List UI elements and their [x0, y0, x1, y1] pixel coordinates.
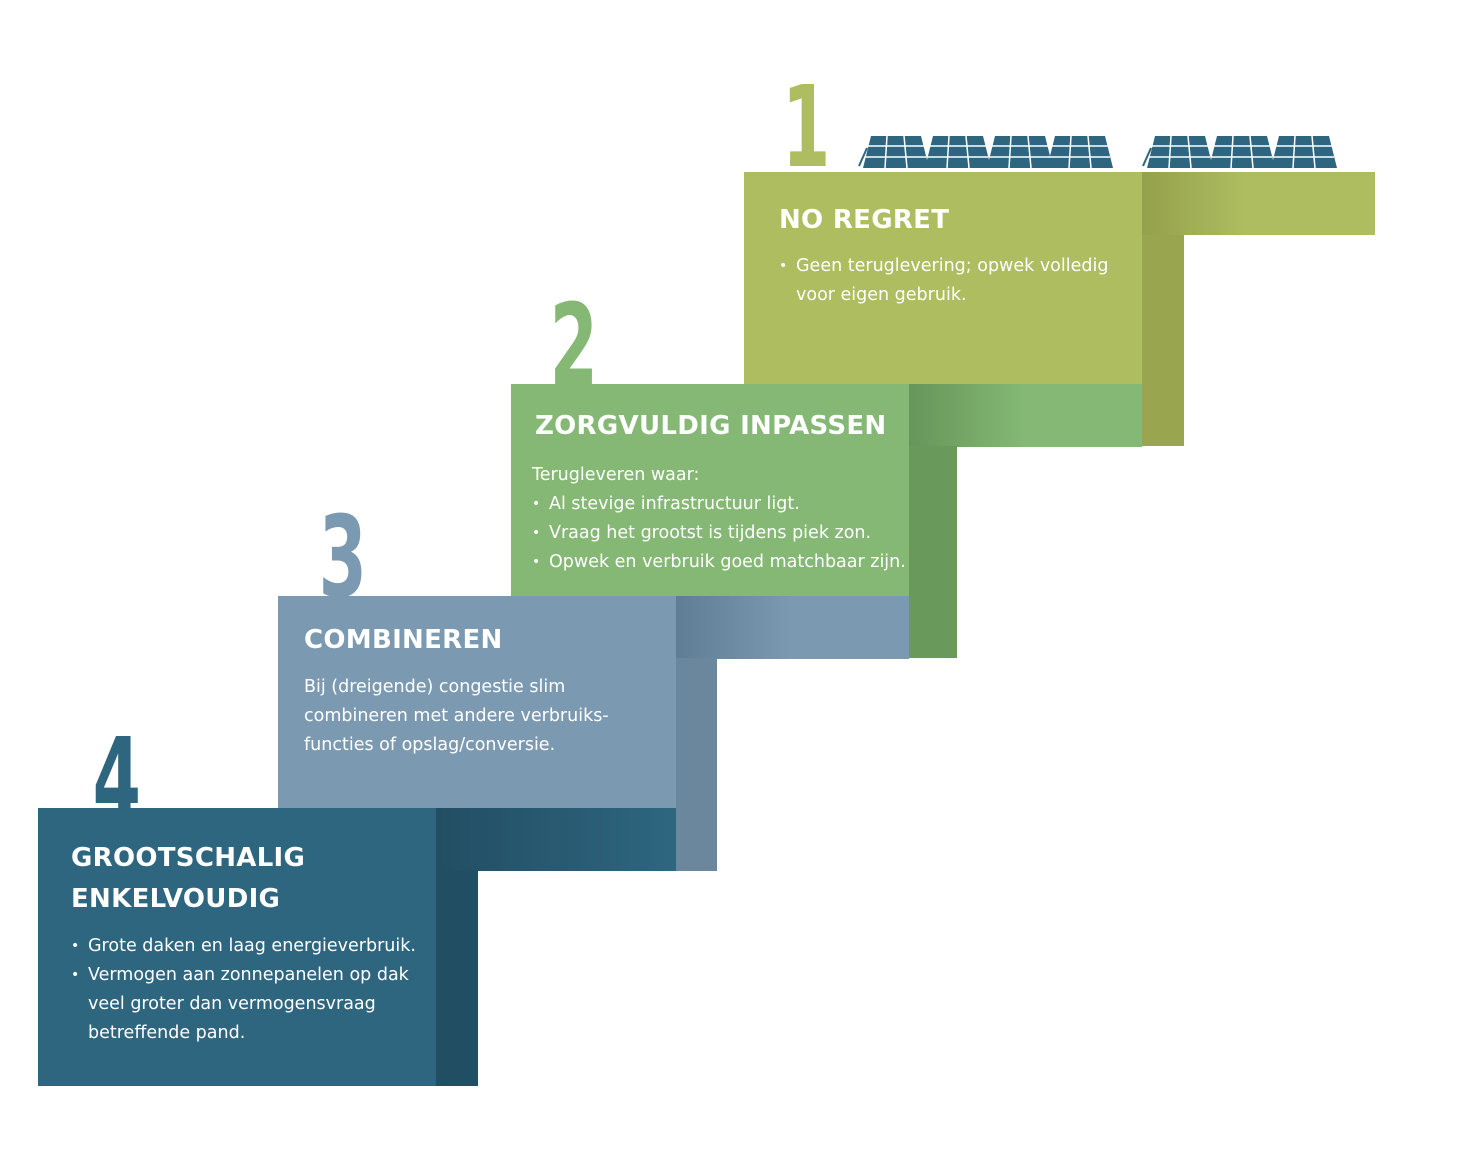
step-1-bullet: Geen teruglevering; opwek volledig — [779, 252, 1108, 281]
step-3-line: functies of opslag/conversie. — [304, 735, 556, 755]
step-2-bullet: Vraag het grootst is tijdens piek zon. — [532, 519, 906, 548]
step-3-number: 3 — [318, 493, 367, 623]
step-4-title-line: ENKELVOUDIG — [71, 884, 281, 914]
step-2-number: 2 — [549, 281, 598, 411]
step-4-ledge — [436, 808, 676, 871]
step-4-riser — [436, 870, 478, 1086]
step-4-bullet: Vermogen aan zonnepanelen op dak — [71, 961, 416, 990]
step-3-body: Bij (dreigende) congestie slim combinere… — [304, 673, 609, 760]
step-2-body: Terugleveren waar: Al stevige infrastruc… — [532, 461, 906, 577]
solar-panel-icon — [858, 135, 1338, 169]
step-2-bullet: Al stevige infrastructuur ligt. — [532, 490, 906, 519]
step-1-panel: NO REGRET Geen teruglevering; opwek voll… — [744, 172, 1142, 384]
step-3-ledge — [676, 596, 909, 659]
step-4-title-line: GROOTSCHALIG — [71, 843, 306, 873]
step-4-bullet: Grote daken en laag energieverbruik. — [71, 932, 416, 961]
step-2-bullet: Opwek en verbruik goed matchbaar zijn. — [532, 548, 906, 577]
step-3-riser — [676, 658, 717, 871]
step-3-line: combineren met andere verbruiks- — [304, 706, 609, 726]
step-1-body: Geen teruglevering; opwek volledig voor … — [779, 252, 1108, 310]
step-4-bullet-continuation: veel groter dan vermogensvraag — [88, 994, 376, 1014]
step-4-body: Grote daken en laag energieverbruik. Ver… — [71, 932, 416, 1048]
step-1-bullet-continuation: voor eigen gebruik. — [796, 285, 967, 305]
step-4-title: GROOTSCHALIG ENKELVOUDIG — [71, 838, 305, 920]
step-2-ledge — [908, 384, 1142, 447]
step-3-title: COMBINEREN — [304, 625, 503, 655]
step-1-number: 1 — [782, 63, 831, 193]
step-1-riser — [1141, 235, 1184, 446]
step-1-ledge — [1141, 172, 1375, 235]
step-4-panel: GROOTSCHALIG ENKELVOUDIG Grote daken en … — [38, 808, 436, 1086]
step-3-panel: COMBINEREN Bij (dreigende) congestie sli… — [278, 596, 676, 809]
step-2-riser — [908, 446, 957, 658]
step-2-intro: Terugleveren waar: — [532, 465, 700, 485]
step-1-title: NO REGRET — [779, 205, 950, 235]
step-3-line: Bij (dreigende) congestie slim — [304, 677, 566, 697]
step-2-panel: ZORGVULDIG INPASSEN Terugleveren waar: A… — [511, 384, 909, 597]
step-4-bullet-continuation: betreffende pand. — [88, 1023, 246, 1043]
step-2-title: ZORGVULDIG INPASSEN — [535, 411, 887, 441]
